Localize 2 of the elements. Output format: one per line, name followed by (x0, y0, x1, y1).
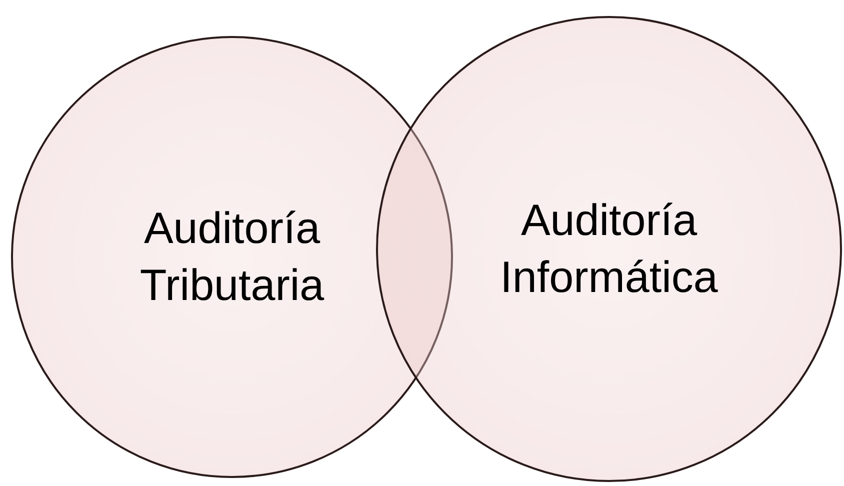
circle-label: Auditoría Tributaria (138, 202, 326, 312)
circle-label: Auditoría Informática (499, 194, 719, 304)
